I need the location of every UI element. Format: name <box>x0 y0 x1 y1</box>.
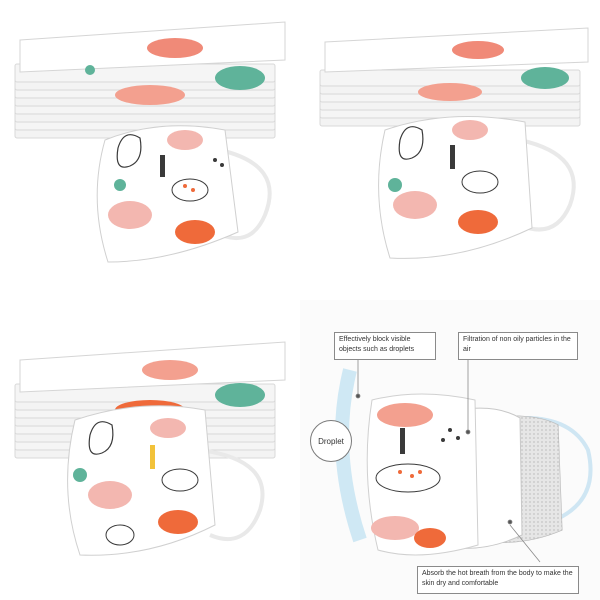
callout-filtration: Filtration of non oily particles in the … <box>458 332 578 360</box>
callout-lines <box>355 358 541 563</box>
stacked-masks <box>14 21 286 139</box>
front-mask <box>378 116 533 259</box>
outer-print-layer <box>366 393 479 556</box>
product-photo-stack-2 <box>300 0 600 300</box>
ear-loop <box>214 148 272 241</box>
mask-stack-illustration <box>14 341 286 556</box>
ear-loop <box>199 448 265 541</box>
product-photo-stack-1 <box>0 0 300 300</box>
callout-text: Absorb the hot breath from the body to m… <box>422 570 573 587</box>
callout-absorb-breath: Absorb the hot breath from the body to m… <box>417 566 579 594</box>
product-photo-stack-3 <box>0 300 300 600</box>
droplet-label: Droplet <box>310 420 352 462</box>
mask-layers-illustration <box>335 358 593 563</box>
droplet-label-text: Droplet <box>318 436 344 446</box>
front-mask <box>67 405 216 556</box>
mask-stack-illustration <box>14 21 286 263</box>
mask-stack-illustration <box>319 27 589 259</box>
stacked-masks <box>319 27 589 127</box>
callout-text: Effectively block visible objects such a… <box>339 336 415 353</box>
front-mask <box>96 125 239 263</box>
callout-text: Filtration of non oily particles in the … <box>463 336 571 353</box>
callout-block-droplets: Effectively block visible objects such a… <box>334 332 436 360</box>
ear-loop <box>519 138 576 232</box>
mask-layers-diagram: Effectively block visible objects such a… <box>300 300 600 600</box>
